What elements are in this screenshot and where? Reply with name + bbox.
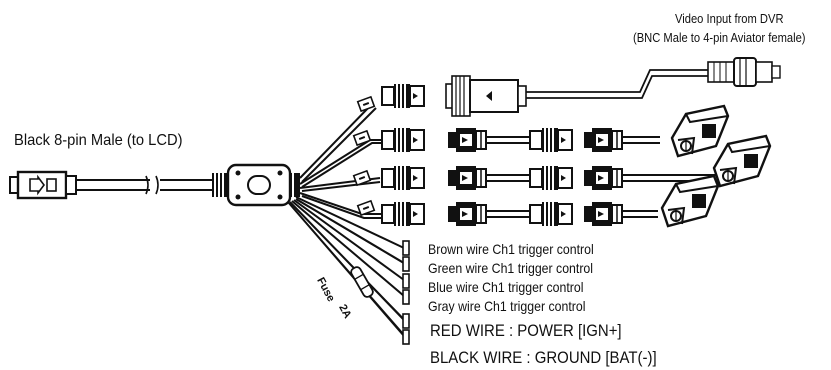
camera-row-1 [381,104,730,158]
power-wire-label: RED WIRE : POWER [IGN+] [430,322,648,339]
fanout-cables [287,103,409,340]
video-input-label-line2-text: (BNC Male to 4-pin Aviator female) [633,30,806,45]
ground-wire-label: BLACK WIRE : GROUND [BAT(-)] [430,349,688,366]
junction-box [212,163,300,207]
wire-terminals [402,240,410,345]
trigger-wire-label-gray: Gray wire Ch1 trigger control [428,299,607,313]
camera-row-3 [381,174,720,228]
power-wire-label-text: RED WIRE : POWER [IGN+] [430,321,622,340]
main-cable [74,175,218,195]
main-connector-label: Black 8-pin Male (to LCD) [14,133,197,149]
trigger-wire-label-gray-text: Gray wire Ch1 trigger control [428,298,586,314]
video-input-label-line1: Video Input from DVR [675,11,784,26]
trigger-wire-label-green: Green wire Ch1 trigger control [428,261,616,275]
trigger-wire-label-blue: Blue wire Ch1 trigger control [428,280,605,294]
cable-tags [352,96,376,216]
trigger-wire-label-brown-text: Brown wire Ch1 trigger control [428,241,594,257]
eight-pin-connector [9,170,77,200]
fuse-holder [350,266,374,298]
video-input-label-line2: (BNC Male to 4-pin Aviator female) [633,31,831,44]
main-connector-label-text: Black 8-pin Male (to LCD) [14,132,183,149]
trigger-wire-label-brown: Brown wire Ch1 trigger control [428,242,616,256]
trigger-wire-label-blue-text: Blue wire Ch1 trigger control [428,279,584,295]
trigger-wire-label-green-text: Green wire Ch1 trigger control [428,260,594,276]
video-input-row [381,57,781,117]
ground-wire-label-text: BLACK WIRE : GROUND [BAT(-)] [430,348,657,367]
